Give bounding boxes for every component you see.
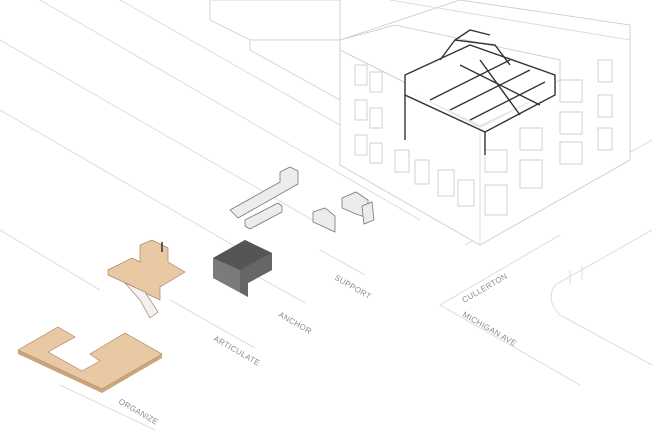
label-articulate: ARTICULATE: [212, 334, 262, 368]
label-michigan-ave: MICHIGAN AVE: [461, 310, 518, 348]
building-windows: [354, 59, 613, 216]
support-elements: [229, 166, 375, 233]
anchor-element: [213, 240, 272, 297]
label-anchor: ANCHOR: [277, 310, 313, 336]
existing-building: [209, 0, 631, 246]
organize-element: [17, 326, 163, 393]
articulate-element: [107, 239, 186, 319]
label-cullerton: CULLERTON: [461, 272, 510, 305]
label-support: SUPPORT: [333, 273, 373, 301]
roof-opening: [404, 29, 556, 155]
